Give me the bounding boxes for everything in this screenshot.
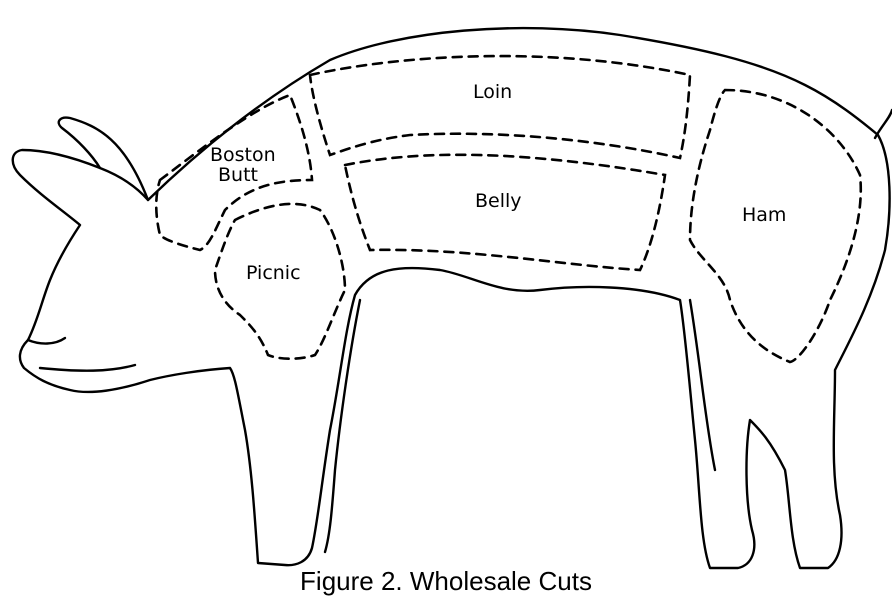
cut-label-boston-butt-line1: Boston (210, 144, 276, 166)
cut-label-boston-butt-line2: Butt (218, 164, 258, 186)
tail-outline (875, 110, 892, 138)
pig-outline (13, 28, 892, 568)
figure-caption: Figure 2. Wholesale Cuts (0, 566, 892, 596)
belly-region (345, 155, 665, 270)
mouth-outline (40, 365, 135, 371)
far-hind-leg-outline (690, 300, 715, 470)
ham-region (690, 90, 861, 362)
cut-label-belly: Belly (475, 190, 522, 212)
cut-label-boston-butt: Boston Butt (210, 144, 282, 186)
pig-body-outline (13, 28, 890, 568)
cut-label-picnic: Picnic (246, 262, 301, 284)
cut-label-ham: Ham (742, 204, 786, 226)
snout-outline (28, 338, 65, 344)
loin-region (310, 56, 690, 158)
cut-label-loin: Loin (473, 81, 512, 103)
